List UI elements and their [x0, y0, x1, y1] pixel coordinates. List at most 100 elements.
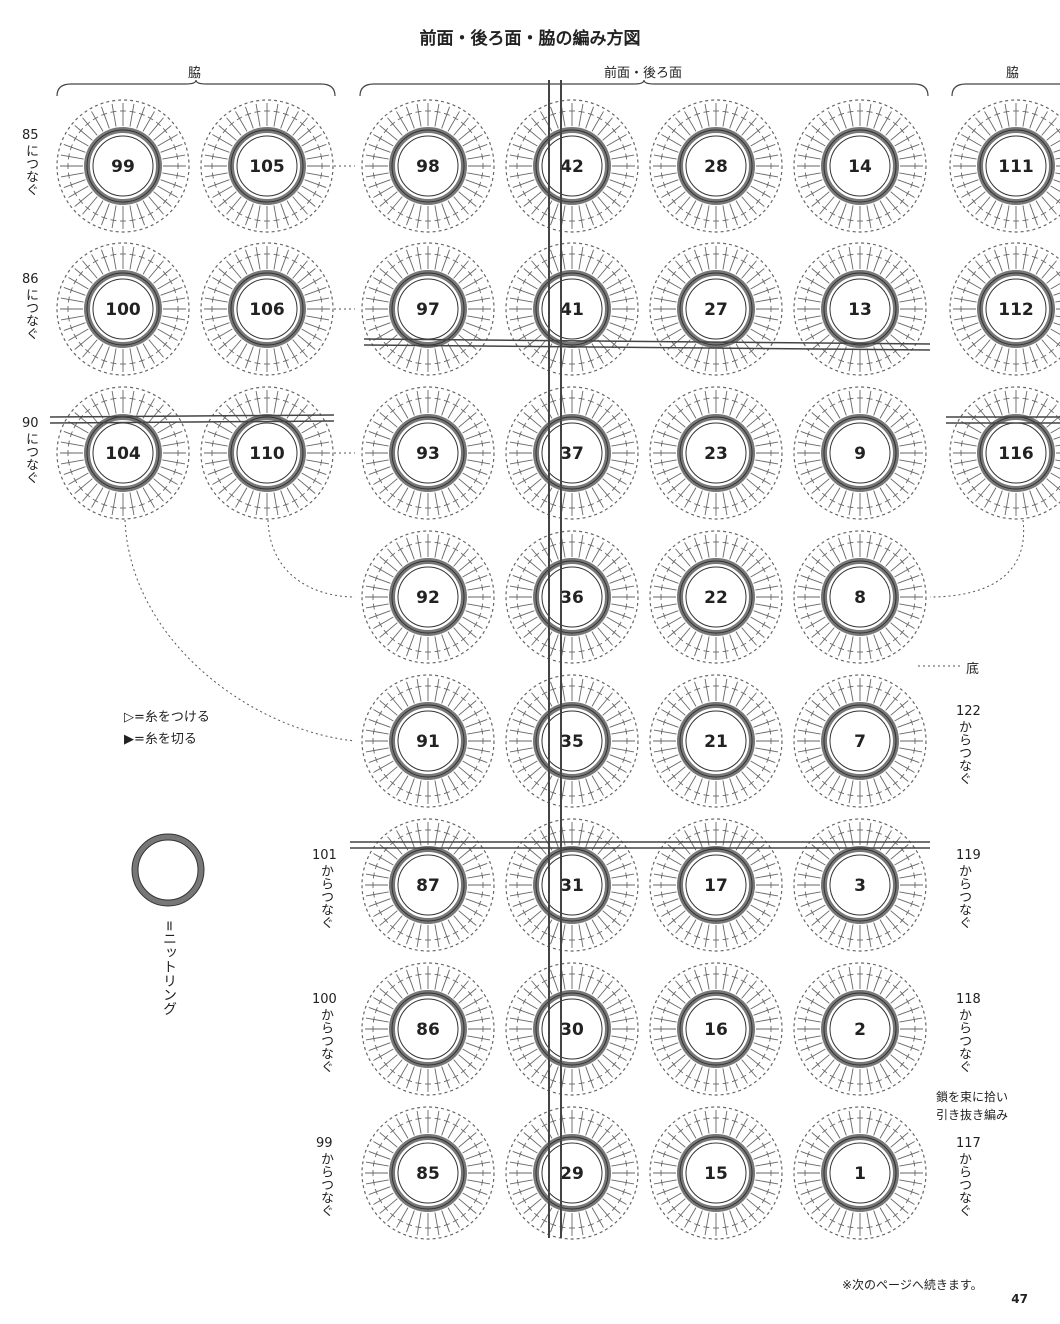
crochet-motif: 16 [649, 962, 783, 1096]
note-num: 100 [312, 992, 337, 1007]
motif-number: 85 [416, 1164, 440, 1184]
motif-number: 93 [416, 444, 440, 464]
note-num: 90 [22, 416, 39, 431]
motif-number: 92 [416, 588, 440, 608]
legend-cut-text: =糸を切る [134, 732, 197, 747]
crochet-motif: 41 [505, 242, 639, 376]
crochet-motif: 116 [949, 386, 1060, 520]
crochet-motif: 92 [361, 530, 495, 664]
motif-number: 8 [854, 588, 866, 608]
crochet-motif: 2 [793, 962, 927, 1096]
motif-number: 87 [416, 876, 440, 896]
motif-number: 116 [998, 444, 1034, 464]
motif-number: 105 [249, 157, 285, 177]
note-num: 118 [956, 992, 981, 1007]
motif-number: 35 [560, 732, 584, 752]
crochet-motif: 87 [361, 818, 495, 952]
crochet-motif: 9 [793, 386, 927, 520]
motif-number: 15 [704, 1164, 728, 1184]
note-num: 99 [316, 1136, 333, 1151]
note-text: からつなぐ [956, 720, 971, 785]
crochet-motif: 100 [56, 242, 190, 376]
motif-number: 29 [560, 1164, 584, 1184]
crochet-motif: 86 [361, 962, 495, 1096]
crochet-motif: 93 [361, 386, 495, 520]
crochet-motif: 42 [505, 99, 639, 233]
crochet-motif: 15 [649, 1106, 783, 1240]
crochet-motif: 91 [361, 674, 495, 808]
crochet-motif: 110 [200, 386, 334, 520]
open-triangle-icon: ▷ [124, 710, 134, 725]
legend-cut: ▶=糸を切る [124, 728, 197, 747]
motif-number: 99 [111, 157, 135, 177]
crochet-motif: 14 [793, 99, 927, 233]
motif-number: 13 [848, 300, 872, 320]
note-text: からつなぐ [956, 1152, 971, 1217]
crochet-motif: 99 [56, 99, 190, 233]
motif-number: 27 [704, 300, 728, 320]
motif-number: 22 [704, 588, 728, 608]
crochet-motif: 30 [505, 962, 639, 1096]
crochet-motif: 3 [793, 818, 927, 952]
motif-number: 2 [854, 1020, 866, 1040]
crochet-motif: 104 [56, 386, 190, 520]
crochet-motif: 8 [793, 530, 927, 664]
motif-number: 104 [105, 444, 141, 464]
section-label-side-right: 脇 [1006, 66, 1020, 81]
note-num: 85 [22, 128, 39, 143]
crochet-motif: 17 [649, 818, 783, 952]
crochet-motif: 22 [649, 530, 783, 664]
motif-number: 1 [854, 1164, 866, 1184]
chain-note-line1: 鎖を束に拾い [936, 1090, 1009, 1104]
crochet-motif: 31 [505, 818, 639, 952]
page-title: 前面・後ろ面・脇の編み方図 [419, 29, 641, 49]
crochet-motif: 28 [649, 99, 783, 233]
motif-number: 86 [416, 1020, 440, 1040]
note-num: 119 [956, 848, 981, 863]
motif-number: 36 [560, 588, 584, 608]
motif-number: 100 [105, 300, 141, 320]
motif-number: 37 [560, 444, 584, 464]
motif-number: 110 [249, 444, 285, 464]
footer-note: ※次のページへ続きます。 [842, 1278, 983, 1292]
crochet-motif: 112 [949, 242, 1060, 376]
crochet-motif: 1 [793, 1106, 927, 1240]
motif-number: 14 [848, 157, 872, 177]
crochet-motif: 85 [361, 1106, 495, 1240]
legend-ring-text: =ニットリング [161, 920, 177, 1016]
crochet-motif: 23 [649, 386, 783, 520]
motif-number: 106 [249, 300, 285, 320]
crochet-motif: 27 [649, 242, 783, 376]
note-text: からつなぐ [318, 1008, 333, 1073]
bottom-label: 底 [966, 662, 980, 677]
motif-number: 91 [416, 732, 440, 752]
legend-attach-text: =糸をつける [134, 710, 210, 725]
crochet-motif: 21 [649, 674, 783, 808]
motif-number: 41 [560, 300, 584, 320]
crochet-motif: 98 [361, 99, 495, 233]
motif-number: 30 [560, 1020, 584, 1040]
note-text: からつなぐ [318, 1152, 333, 1217]
crochet-motif: 7 [793, 674, 927, 808]
motif-number: 16 [704, 1020, 728, 1040]
motif-number: 28 [704, 157, 728, 177]
crochet-motif: 36 [505, 530, 639, 664]
motif-number: 112 [998, 300, 1034, 320]
crochet-motif: 105 [200, 99, 334, 233]
motif-number: 31 [560, 876, 584, 896]
motif-number: 42 [560, 157, 584, 177]
section-label-side: 脇 [188, 66, 202, 81]
crochet-motif: 106 [200, 242, 334, 376]
section-label-front-back: 前面・後ろ面 [604, 66, 683, 81]
page-number: 47 [1011, 1292, 1028, 1306]
crochet-motif: 13 [793, 242, 927, 376]
note-text: からつなぐ [956, 864, 971, 929]
filled-triangle-icon: ▶ [124, 732, 134, 747]
crochet-motif: 37 [505, 386, 639, 520]
note-text: からつなぐ [318, 864, 333, 929]
note-text: につなぐ [23, 288, 38, 340]
crochet-motif: 35 [505, 674, 639, 808]
motif-number: 23 [704, 444, 728, 464]
note-num: 117 [956, 1136, 981, 1151]
